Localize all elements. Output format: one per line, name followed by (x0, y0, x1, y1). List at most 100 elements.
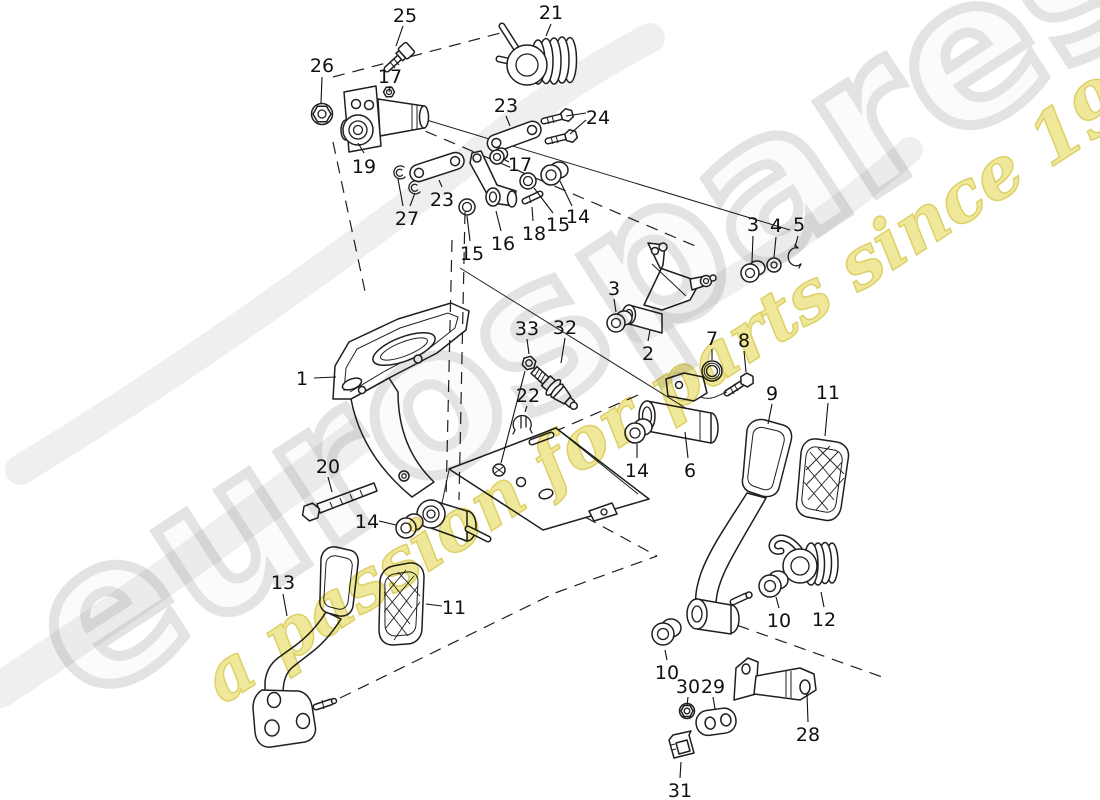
leader-line (495, 210, 502, 232)
part-label-14: 14 (625, 460, 649, 482)
leader-line (395, 25, 404, 47)
part-label-6: 6 (684, 460, 696, 482)
part-11-pedal-pad (378, 562, 425, 646)
leader-line (531, 206, 534, 222)
part-14-bushing (395, 513, 424, 539)
part-10-bushing (651, 618, 682, 646)
leader-line (409, 192, 416, 207)
leader-line (686, 696, 689, 707)
part-7-grommet (701, 360, 723, 382)
leader-line (565, 112, 587, 117)
leader-line (545, 23, 552, 37)
part-3-bushing (740, 260, 766, 283)
part-label-27: 27 (395, 208, 419, 230)
leader-line (767, 403, 773, 425)
leader-line (712, 696, 716, 710)
part-label-3: 3 (747, 214, 759, 236)
part-label-17: 17 (378, 66, 402, 88)
part-25-bolt (383, 41, 416, 73)
leader-line (397, 178, 404, 207)
leader-line (533, 187, 554, 214)
part-label-15: 15 (546, 214, 570, 236)
leader-line (466, 215, 471, 242)
part-label-13: 13 (271, 572, 295, 594)
leader-line (664, 649, 668, 661)
leader-line (794, 235, 799, 248)
part-label-11: 11 (816, 382, 840, 404)
part-label-9: 9 (766, 383, 778, 405)
part-label-24: 24 (586, 107, 610, 129)
part-27-circlips (393, 165, 421, 195)
part-6-pushrod-cylinder (638, 372, 728, 444)
part-8-bolt (723, 372, 754, 397)
part-23-link-plate (409, 151, 465, 183)
part-label-1: 1 (296, 368, 308, 390)
leader-line (282, 593, 288, 617)
part-label-11: 11 (442, 597, 466, 619)
leader-line (775, 596, 780, 609)
part-label-14: 14 (355, 511, 379, 533)
part-label-16: 16 (491, 233, 515, 255)
part-label-28: 28 (796, 724, 820, 746)
part-label-30: 30 (676, 676, 700, 698)
leader-line (806, 693, 809, 723)
part-10-bushing (758, 570, 789, 598)
part-33-nut (521, 355, 537, 371)
leader-line (647, 329, 651, 342)
part-label-3: 3 (608, 278, 620, 300)
part-28-lever (733, 657, 817, 701)
part-21-torsion-spring (495, 22, 578, 86)
part-label-26: 26 (310, 55, 334, 77)
part-label-23: 23 (494, 95, 518, 117)
part-15-seal-rings (458, 172, 537, 216)
part-label-22: 22 (516, 385, 540, 407)
part-4-washer (766, 257, 782, 273)
part-label-10: 10 (655, 662, 679, 684)
leader-line (500, 370, 526, 464)
leader-line (569, 119, 587, 135)
leader-line (425, 603, 443, 607)
part-9-brake-pedal (686, 418, 793, 635)
part-label-20: 20 (316, 456, 340, 478)
leader-line (751, 235, 754, 263)
leader-line (378, 520, 397, 526)
part-13-clutch-pedal (252, 546, 359, 748)
leader-line (743, 350, 747, 373)
part-14-bushing (624, 418, 653, 444)
leader-line (388, 85, 391, 93)
part-12-torsion-spring (768, 534, 839, 586)
leader-line (524, 405, 528, 413)
vertical-axis-lines (445, 211, 466, 501)
leader-line (560, 337, 566, 364)
part-label-7: 7 (706, 328, 718, 350)
part-19-pivot-housing (340, 85, 430, 153)
part-label-10: 10 (767, 610, 791, 632)
part-18-pin (521, 190, 544, 205)
part-29-clevis (695, 707, 737, 737)
leader-line (773, 236, 777, 258)
pad-crosshatch (803, 445, 845, 511)
part-24-bolts (540, 108, 579, 145)
part-label-25: 25 (393, 5, 417, 27)
part-label-32: 32 (553, 317, 577, 339)
part-label-23: 23 (430, 189, 454, 211)
part-23-link-plate (486, 120, 542, 153)
leader-line (679, 761, 682, 779)
part-20-bolt (301, 470, 410, 522)
part-22-clip (512, 414, 533, 435)
leader-line (438, 179, 443, 188)
part-11-pedal-pad (795, 438, 850, 522)
leader-line (684, 431, 689, 459)
part-17-bushing (489, 147, 509, 165)
leader-line (824, 402, 829, 437)
part-1-pedal-bracket (332, 302, 650, 543)
leader-line (327, 476, 333, 493)
leader-line (313, 376, 337, 379)
part-3-bushing (606, 310, 633, 333)
part-31-clip (668, 730, 695, 759)
part-label-21: 21 (539, 2, 563, 24)
part-26-nut (310, 102, 334, 126)
part-label-2: 2 (642, 343, 654, 365)
